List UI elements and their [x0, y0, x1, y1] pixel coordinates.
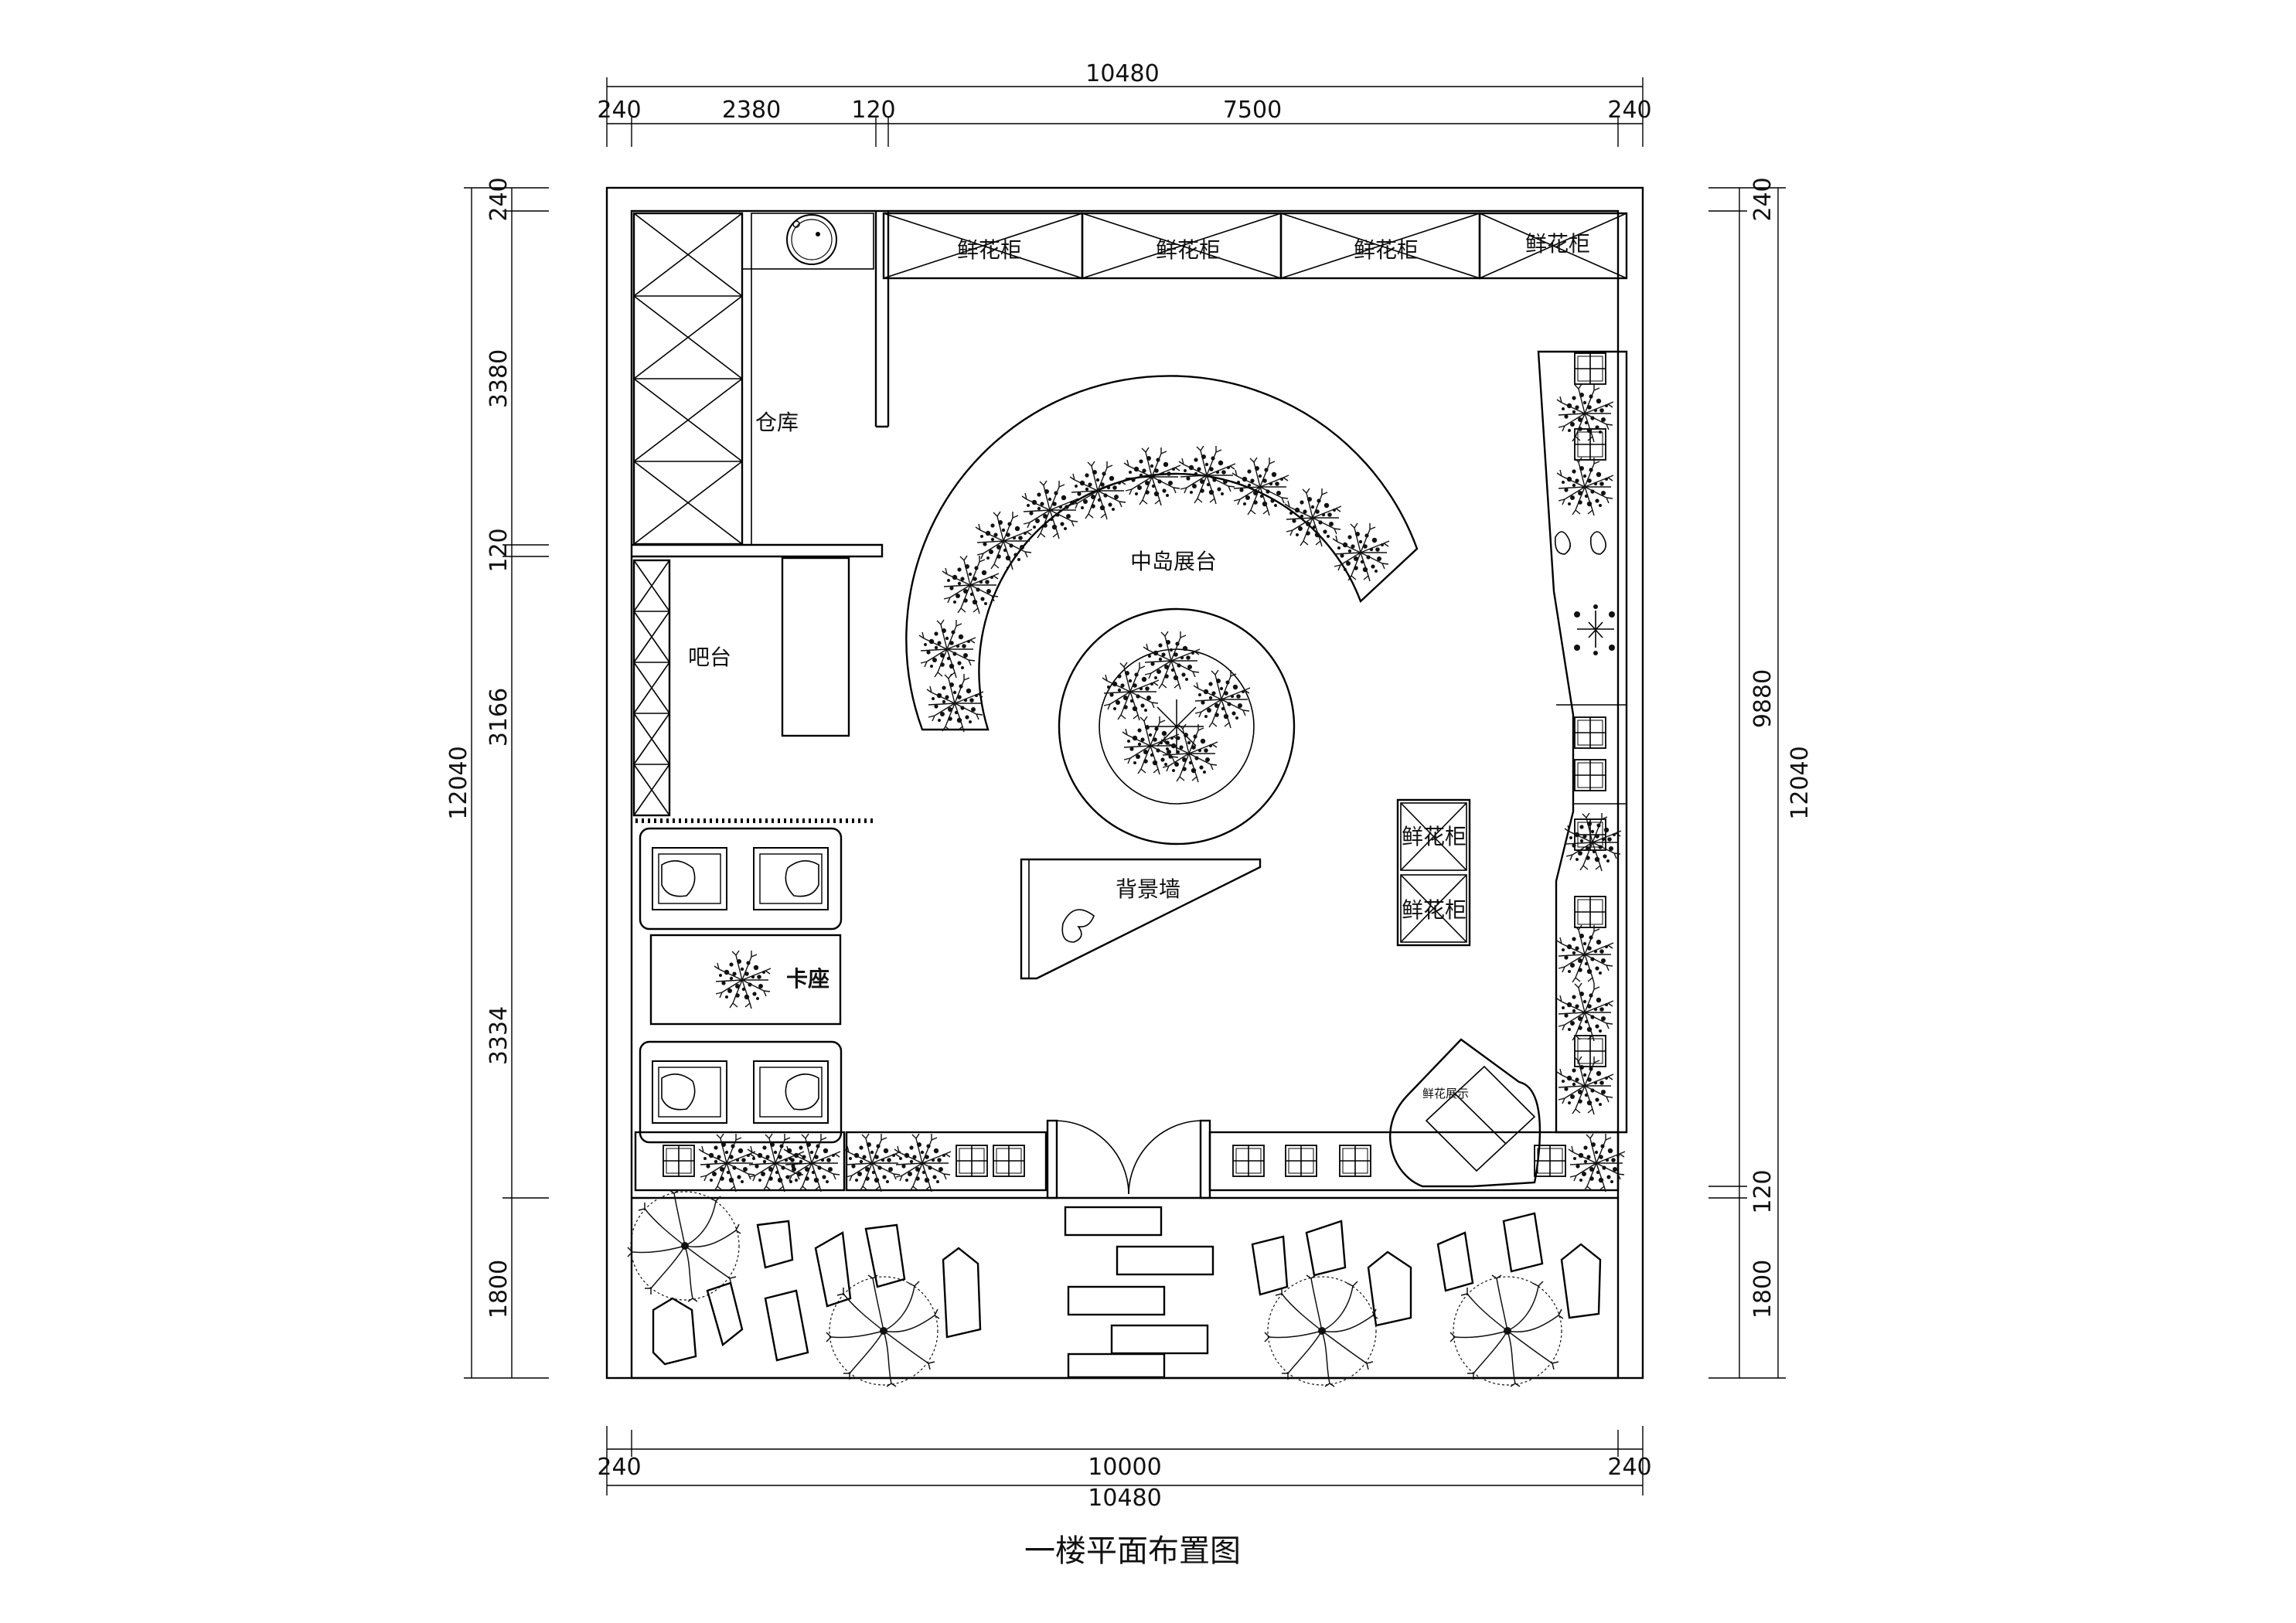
dim-right-total: 12040 — [1787, 746, 1814, 819]
background-wall: 背景墙 — [1020, 858, 1262, 980]
right-display-strip — [1537, 350, 1628, 1134]
dim-left-seg-2: 3380 — [485, 349, 513, 408]
dim-bottom-total: 10480 — [1088, 1485, 1161, 1512]
dim-top-total: 10480 — [1085, 60, 1159, 87]
dim-right-seg-4: 1800 — [1749, 1260, 1777, 1318]
dim-bottom-seg-3: 240 — [1607, 1454, 1651, 1481]
corner-display-unit: 鲜花展示 — [1389, 1038, 1541, 1188]
label-corner-unit: 鲜花展示 — [1422, 1087, 1469, 1101]
label-booth: 卡座 — [786, 966, 829, 992]
label-storage: 仓库 — [755, 410, 799, 435]
dimension-lines: 10480 240 2380 120 7500 240 240 10000 24… — [445, 60, 1814, 1512]
island-display: 中岛展台 — [905, 375, 1419, 846]
dim-left-seg-4: 3166 — [485, 688, 513, 747]
sofa-icon — [652, 847, 727, 910]
flower-cabinets-middle: 鲜花柜 鲜花柜 — [1396, 798, 1471, 947]
label-island: 中岛展台 — [1130, 549, 1217, 574]
drawing-title: 一楼平面布置图 — [1024, 1533, 1241, 1569]
dim-left-seg-6: 1800 — [485, 1260, 513, 1318]
dim-right-seg-3: 120 — [1749, 1169, 1777, 1213]
flower-cabinets-top: 鲜花柜 鲜花柜 鲜花柜 鲜花柜 — [882, 212, 1628, 280]
dim-left-seg-5: 3334 — [485, 1006, 513, 1065]
booth-area: 卡座 — [639, 827, 843, 1144]
dim-left-seg-1: 240 — [485, 177, 513, 221]
walls — [605, 186, 1644, 1380]
label-cabinet-mid-2: 鲜花柜 — [1402, 897, 1467, 923]
dim-right-seg-2: 9880 — [1749, 669, 1777, 728]
dim-top-seg-5: 240 — [1607, 97, 1651, 124]
label-bar: 吧台 — [688, 645, 731, 670]
dim-left-seg-3: 120 — [485, 528, 513, 572]
label-cabinet-top-2: 鲜花柜 — [1156, 237, 1221, 263]
front-planters — [634, 1131, 1620, 1192]
dim-top-seg-2: 2380 — [722, 97, 781, 124]
label-cabinet-top-1: 鲜花柜 — [957, 237, 1022, 263]
shrub-icons — [698, 383, 1626, 1193]
door-swing-icon — [1046, 1119, 1211, 1199]
bar-area: 吧台 — [632, 556, 874, 823]
dim-right-seg-1: 240 — [1749, 177, 1777, 221]
label-cabinet-mid-1: 鲜花柜 — [1402, 824, 1467, 849]
dim-top-seg-1: 240 — [597, 97, 641, 124]
dim-bottom-seg-1: 240 — [597, 1454, 641, 1481]
storage-room: 仓库 — [632, 212, 874, 546]
dim-left-total: 12040 — [445, 746, 472, 819]
label-cabinet-top-3: 鲜花柜 — [1354, 237, 1419, 263]
front-yard — [627, 1189, 1602, 1387]
sink-icon — [786, 214, 837, 265]
dim-top-seg-4: 7500 — [1223, 97, 1282, 124]
dim-bottom-seg-2: 10000 — [1088, 1454, 1161, 1481]
label-cabinet-top-4: 鲜花柜 — [1525, 231, 1590, 257]
label-background-wall: 背景墙 — [1116, 876, 1180, 902]
dim-top-seg-3: 120 — [851, 97, 895, 124]
